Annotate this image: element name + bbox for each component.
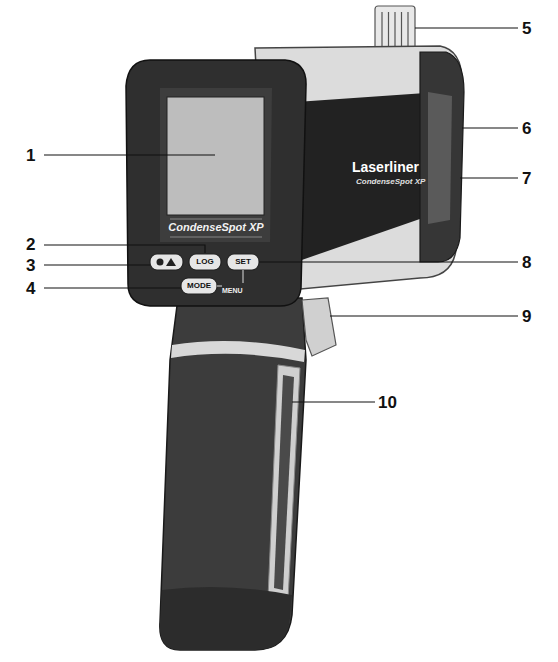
- handle: [160, 298, 306, 650]
- rear-cap: [420, 52, 464, 262]
- callout-number: 8: [522, 254, 531, 271]
- screen-bezel: [160, 88, 272, 242]
- brand-name: Laserliner: [352, 160, 419, 174]
- button: [189, 254, 221, 270]
- display-brand-text: CondenseSpot XP: [160, 222, 272, 233]
- grip-panel: [268, 365, 300, 600]
- callout-number: 7: [522, 170, 531, 187]
- leader-lines: [44, 28, 518, 402]
- callout-number: 6: [522, 120, 531, 137]
- callout-number: 1: [26, 147, 35, 164]
- button-label: MENU: [222, 287, 243, 294]
- rear-window: [428, 92, 452, 224]
- callout-number: 5: [522, 20, 531, 37]
- button-label: LOG: [189, 258, 221, 266]
- button: [181, 278, 217, 294]
- callout-number: 4: [26, 280, 35, 297]
- button-label: SET: [227, 258, 259, 266]
- callout-number: 3: [26, 257, 35, 274]
- battery-cap: [160, 587, 292, 650]
- model-name: CondenseSpot XP: [356, 178, 425, 186]
- display: [167, 97, 264, 215]
- callout-number: 2: [26, 236, 35, 253]
- grip-rubber: [274, 375, 294, 590]
- front-face: [126, 60, 306, 306]
- trigger: [302, 298, 336, 356]
- callout-number: 10: [378, 394, 397, 411]
- side-panel: [296, 92, 440, 262]
- button: [227, 254, 259, 270]
- button: [150, 254, 183, 270]
- handle-trim: [171, 341, 305, 362]
- button-label: MODE: [181, 282, 217, 290]
- callout-number: 9: [522, 308, 531, 325]
